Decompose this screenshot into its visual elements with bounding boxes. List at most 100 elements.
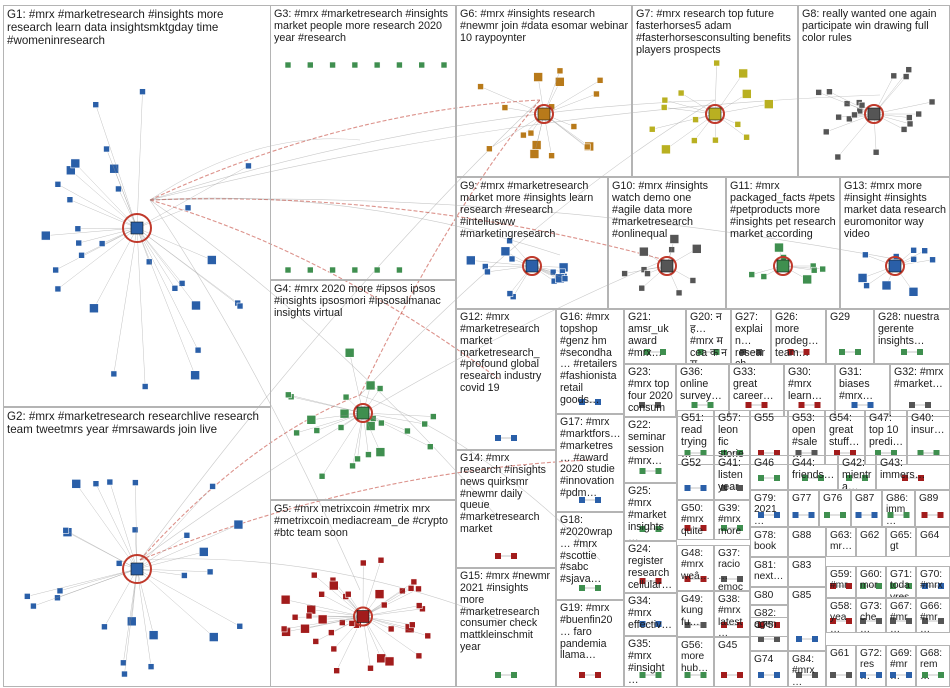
group-label-g88: G88 [792, 530, 823, 541]
group-label-g27: G27: explain… research case… [735, 312, 768, 364]
group-label-g35: G35: #mrx #insight… [628, 639, 674, 686]
group-label-g50: G50: #mrx quite… [681, 503, 711, 540]
group-label-g67: G67: #mr… [890, 601, 913, 633]
group-label-g69: G69: #mr… [890, 648, 913, 682]
group-box-g2: G2: #mrx #marketresearch researchlive re… [3, 407, 271, 687]
group-box-g76: G76 [819, 490, 851, 527]
group-box-g29: G29 [826, 309, 874, 364]
group-label-g65: G65: gt [890, 530, 913, 553]
group-label-g52: G52 [681, 458, 711, 470]
group-label-g56: G56: more hub… [681, 640, 711, 674]
group-label-g81: G81: next… [754, 560, 785, 583]
group-box-g6: G6: #mrx #insights research #newmr join … [456, 5, 632, 177]
group-box-g69: G69: #mr… [886, 645, 916, 687]
group-label-g77: G77 [792, 493, 816, 504]
group-box-g49: G49: kung fu… [677, 591, 714, 637]
group-label-g59: G59: #mr… [830, 569, 853, 598]
group-box-g67: G67: #mr… [886, 598, 916, 633]
group-label-g47: G47: top 10 predi… [869, 413, 904, 449]
group-box-g35: G35: #mrx #insight… [624, 636, 677, 687]
group-label-g61: G61 [830, 648, 853, 659]
group-label-g62: G62 [860, 530, 883, 541]
group-box-g73: G73: che… [856, 598, 886, 633]
group-box-g34: G34: #mrx effectiv… [624, 593, 677, 636]
group-box-g72: G72: res… [856, 645, 886, 687]
group-label-g75: G75 [754, 620, 785, 631]
group-label-g33: G33: great career… [733, 367, 781, 403]
group-box-g20: G20: न ह… #mrx म cea क न स office_mrx [686, 309, 731, 364]
group-label-g44: G44: friends… [792, 458, 835, 482]
group-box-g52: G52 [677, 455, 714, 500]
group-box-g41: G41: listen year… [714, 455, 750, 500]
group-label-g51: G51: read trying… [681, 413, 711, 460]
group-label-g39: G39: #mrx more… [718, 503, 747, 540]
group-label-g66: G66: #mr… [920, 601, 947, 633]
group-label-g18: G18: #2020wrap… #mrx #scottie #sabc #sja… [560, 515, 621, 586]
group-label-g55: G55 [754, 413, 785, 425]
group-label-g40: G40: insur… [911, 413, 947, 437]
group-label-g23: G23: #mrx top four 2020 consum… [628, 367, 673, 417]
group-label-g8: G8: really wanted one again participate … [802, 8, 947, 44]
group-box-g11: G11: #mrx packaged_facts #pets #petprodu… [726, 177, 840, 309]
group-box-g7: G7: #mrx research top future fasterhorse… [632, 5, 798, 177]
group-label-g76: G76 [823, 493, 848, 504]
group-label-g83: G83 [792, 560, 823, 571]
group-box-g56: G56: more hub… [677, 637, 714, 687]
group-label-g68: G68: rem… [920, 648, 947, 682]
group-label-g10: G10: #mrx #insights watch demo one #agil… [612, 180, 723, 240]
group-box-g65: G65: gt [886, 527, 916, 557]
group-label-g49: G49: kung fu… [681, 594, 711, 628]
group-label-g86: G86: imm… [886, 493, 912, 527]
group-box-g60: G60: mor… [856, 566, 886, 598]
group-box-g22: G22: seminar session #mrx… [624, 417, 677, 483]
group-box-g89: G89 [915, 490, 950, 527]
group-label-g87: G87 [855, 493, 879, 504]
group-box-g75: G75 [750, 617, 788, 651]
group-box-g19: G19: #mrx #buenfin20… faro pandemia llam… [556, 600, 624, 687]
group-box-g84: G84: #mrx… [788, 651, 826, 687]
group-box-g63: G63: mr… [826, 527, 856, 557]
group-label-g31: G31: biases #mrx… [839, 367, 887, 403]
group-label-g78: G78: book… [754, 530, 785, 557]
group-label-g80: G80 [754, 590, 785, 601]
group-box-g45: G45 [714, 637, 750, 687]
group-box-g10: G10: #mrx #insights watch demo one #agil… [608, 177, 726, 309]
group-box-g80: G80 [750, 587, 788, 605]
group-box-g59: G59: #mr… [826, 566, 856, 598]
group-label-g17: G17: #mrx #marktfors… #marketres… #award… [560, 417, 621, 500]
group-label-g4: G4: #mrx 2020 more #ipsos ipsos #insight… [274, 283, 453, 319]
group-box-g71: G71: todayres… [886, 566, 916, 598]
group-box-g85: G85 [788, 587, 826, 651]
group-box-g25: G25: #mrx #market insights… [624, 483, 677, 541]
group-label-g72: G72: res… [860, 648, 883, 682]
group-box-g4: G4: #mrx 2020 more #ipsos ipsos #insight… [270, 280, 456, 500]
group-box-g21: G21: amsr_uk award #mrx… [624, 309, 686, 364]
group-label-g46: G46 [754, 458, 785, 470]
group-box-g13: G13: #mrx more #insight #insights market… [840, 177, 950, 309]
group-label-g13: G13: #mrx more #insight #insights market… [844, 180, 947, 240]
group-label-g7: G7: #mrx research top future fasterhorse… [636, 8, 795, 56]
group-label-g32: G32: #mrx #market… [894, 367, 947, 391]
group-box-g66: G66: #mr… [916, 598, 950, 633]
group-label-g24: G24: register research cellular… [628, 544, 674, 591]
group-box-g87: G87 [851, 490, 882, 527]
group-box-g50: G50: #mrx quite… [677, 500, 714, 540]
group-box-g38: G38: #mrx latest… [714, 591, 750, 637]
group-box-g14: G14: #mrx research #insights news quirks… [456, 450, 556, 568]
group-box-g17: G17: #mrx #marktfors… #marketres… #award… [556, 414, 624, 512]
group-label-g16: G16: #mrx topshop #genz hm #secondha… #r… [560, 312, 621, 407]
group-box-g3: G3: #mrx #marketresearch #insights marke… [270, 5, 456, 280]
group-label-g34: G34: #mrx effectiv… [628, 596, 674, 632]
group-box-g61: G61 [826, 645, 856, 687]
group-box-g24: G24: register research cellular… [624, 541, 677, 593]
group-label-g41: G41: listen year… [718, 458, 747, 500]
group-label-g58: G58: yea… [830, 601, 853, 633]
group-label-g25: G25: #mrx #market insights… [628, 486, 674, 541]
group-label-g64: G64 [920, 530, 947, 541]
group-label-g29: G29 [830, 312, 871, 324]
group-box-g1: G1: #mrx #marketresearch #insights more … [3, 5, 271, 407]
group-label-g36: G36: online survey… [680, 367, 726, 403]
group-box-g39: G39: #mrx more… [714, 500, 750, 540]
group-box-g79: G79: 2021… [750, 490, 788, 527]
group-box-g64: G64 [916, 527, 950, 557]
